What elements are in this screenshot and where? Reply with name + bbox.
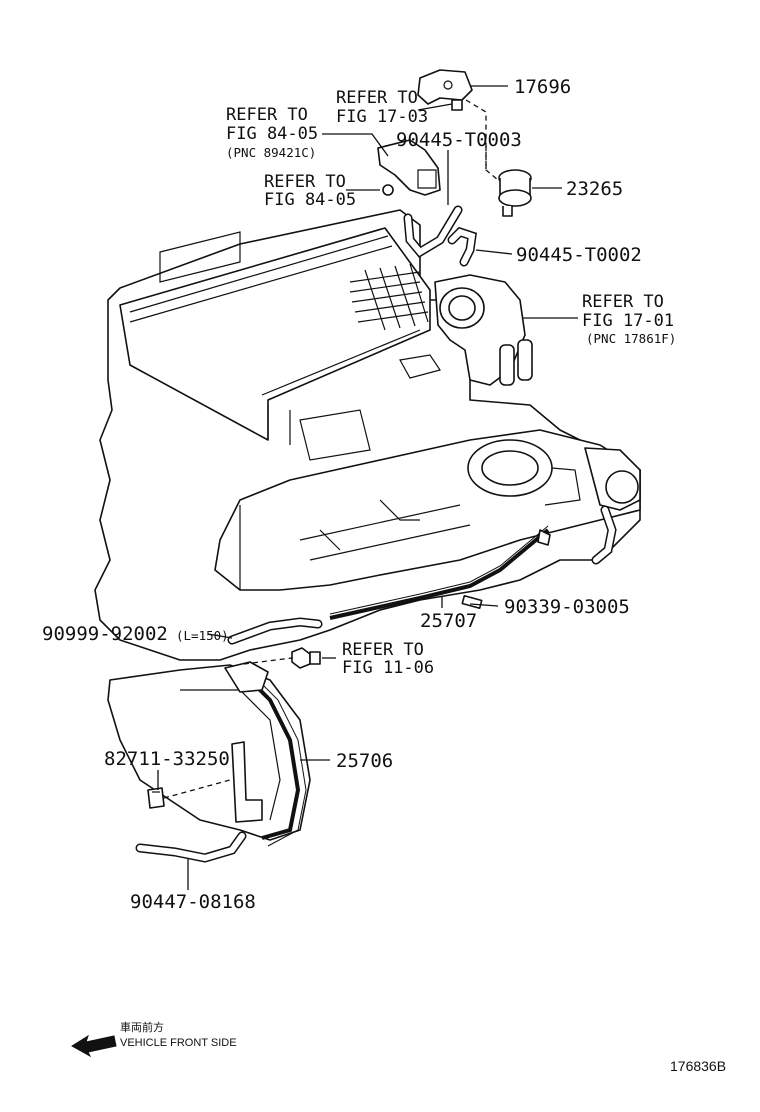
label-25707: 25707 [420, 610, 477, 632]
leader-lines [157, 85, 578, 890]
refer-84-05a-line2: FIG 84-05 [226, 124, 318, 144]
hose-90999 [227, 617, 323, 645]
vehicle-front-legend: 車両前方 VEHICLE FRONT SIDE [71, 1020, 237, 1058]
label-90999-92002: 90999-92002 [42, 623, 168, 645]
label-90445-T0002: 90445-T0002 [516, 244, 642, 266]
water-pipe-25707 [329, 525, 551, 620]
label-25706: 25706 [336, 750, 393, 772]
plug-90339 [461, 595, 483, 609]
refer-11-06-line2: FIG 11-06 [342, 658, 434, 678]
refer-17-03-line1: REFER TO [336, 88, 418, 108]
refer-17-01-line2: FIG 17-01 [582, 311, 674, 331]
refer-84-05a-line1: REFER TO [226, 105, 308, 125]
vacuum-hoses-top [403, 205, 477, 267]
water-pipe-25706 [224, 661, 307, 847]
union-bolt [291, 647, 321, 669]
legend-jp-text: 車両前方 [120, 1020, 164, 1034]
label-23265: 23265 [566, 178, 623, 200]
label-90447-08168: 90447-08168 [130, 891, 256, 913]
throttle-elbow [399, 274, 533, 386]
clamp-82711 [147, 787, 165, 809]
label-90445-T0003: 90445-T0003 [396, 129, 522, 151]
refer-17-01-pnc: (PNC 17861F) [586, 331, 676, 346]
label-90999-length: (L=150) [176, 628, 229, 643]
figure-id: 176836B [670, 1058, 726, 1074]
refer-17-01-line1: REFER TO [582, 292, 664, 312]
refer-11-06-line1: REFER TO [342, 640, 424, 660]
label-90339-03005: 90339-03005 [504, 596, 630, 618]
label-82711-33250: 82711-33250 [104, 748, 230, 770]
refer-84-05a-pnc: (PNC 89421C) [226, 145, 316, 160]
left-arrow-icon [71, 1034, 117, 1058]
throttle-side-hose [591, 505, 617, 565]
label-17696: 17696 [514, 76, 571, 98]
engine-block-drawing [94, 209, 641, 841]
legend-en-text: VEHICLE FRONT SIDE [120, 1037, 237, 1049]
refer-17-03-line2: FIG 17-03 [336, 107, 428, 127]
map-sensor [377, 139, 441, 196]
vsv-23265 [498, 169, 532, 217]
refer-84-05b-line2: FIG 84-05 [264, 190, 356, 210]
vsv-bracket-17696 [417, 69, 473, 111]
refer-84-05b-line1: REFER TO [264, 172, 346, 192]
hose-90447 [135, 831, 247, 863]
